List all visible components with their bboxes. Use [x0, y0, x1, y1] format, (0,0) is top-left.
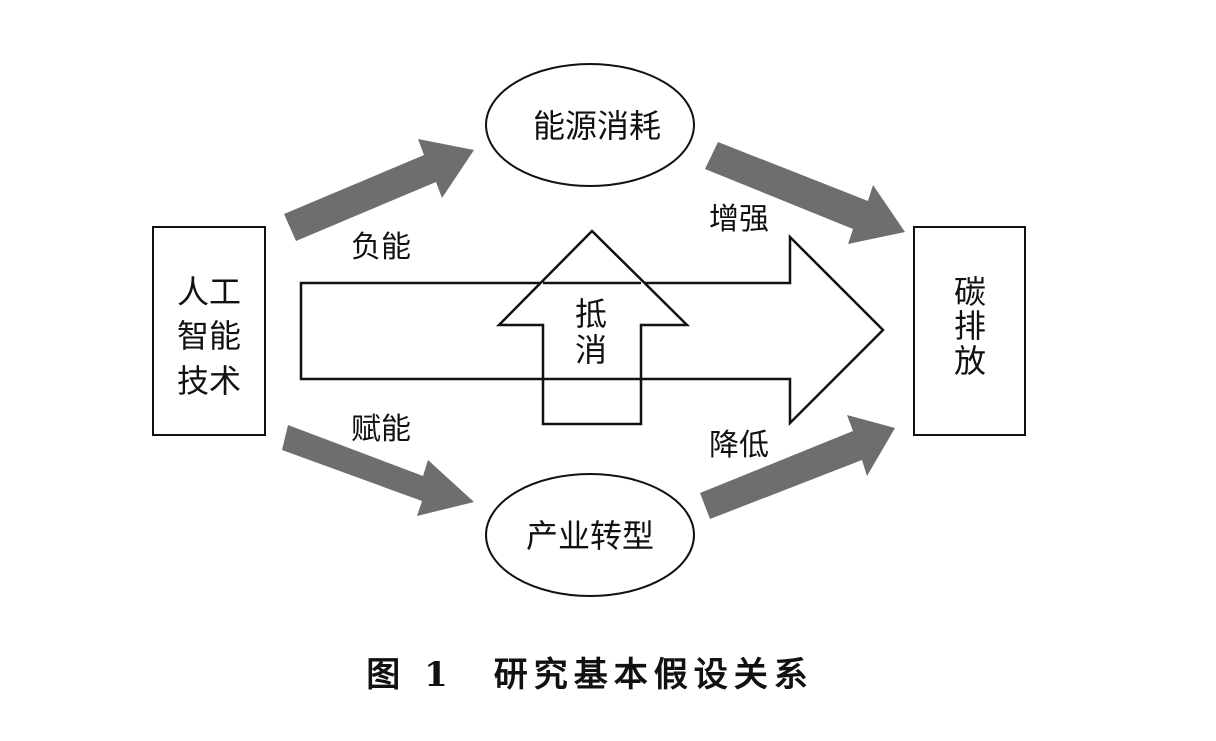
source-box-ai — [152, 226, 266, 436]
offset-arrow — [496, 229, 691, 426]
arrow-ai-to-energy — [284, 139, 474, 241]
node-energy-consumption-label: 能源消耗 — [533, 107, 661, 145]
source-box-line-1: 人工 — [177, 273, 241, 311]
target-box-carbon — [913, 226, 1026, 436]
node-industrial-transformation — [485, 473, 695, 597]
figure-caption: 图 1 研究基本假设关系 — [366, 655, 814, 695]
direct-effect-arrow — [299, 233, 885, 427]
target-box-line-3: 放 — [954, 342, 986, 380]
offset-arrow-line-1: 抵 — [575, 295, 607, 333]
offset-arrow-line-2: 消 — [575, 331, 607, 369]
arrow-ai-to-industry — [282, 425, 474, 516]
arrow-industry-to-carbon — [700, 415, 895, 519]
edge-label-negative: 负能 — [351, 230, 411, 265]
target-box-line-2: 排 — [954, 307, 986, 345]
node-energy-consumption — [485, 63, 695, 187]
edge-label-decrease: 降低 — [709, 428, 769, 463]
edge-label-increase: 增强 — [709, 202, 769, 237]
source-box-line-3: 技术 — [177, 362, 241, 400]
source-box-line-2: 智能 — [177, 317, 241, 355]
target-box-line-1: 碳 — [954, 273, 986, 311]
edge-label-enable: 赋能 — [351, 412, 411, 447]
node-industrial-transformation-label: 产业转型 — [526, 517, 654, 555]
arrow-energy-to-carbon — [705, 142, 905, 244]
